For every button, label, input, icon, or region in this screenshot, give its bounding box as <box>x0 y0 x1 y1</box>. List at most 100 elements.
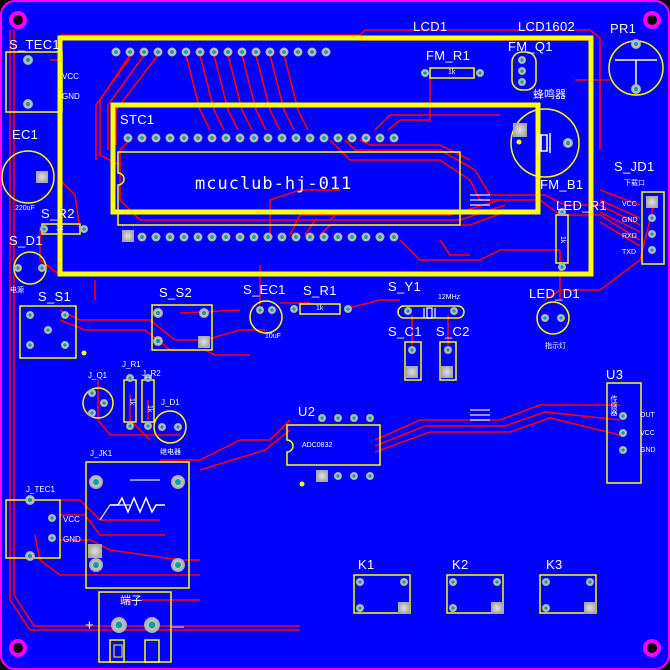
pad-hole <box>621 448 625 452</box>
pad-hole <box>378 235 382 239</box>
label-k2: K2 <box>452 557 469 572</box>
pad-hole <box>102 401 106 405</box>
label-jd-txd: TXD <box>622 249 636 256</box>
label-ec1: EC1 <box>12 127 39 142</box>
via <box>299 481 305 487</box>
pad-hole <box>446 348 450 352</box>
pad-hole <box>296 50 300 54</box>
label-jd-gnd: GND <box>622 217 638 224</box>
pad-hole <box>358 580 362 584</box>
label-ec1-value: 220uF <box>15 205 35 212</box>
pad-hole <box>154 235 158 239</box>
pad-hole <box>478 71 482 75</box>
pad-hole <box>406 309 410 313</box>
pad-hole <box>252 136 256 140</box>
pad-hole <box>364 136 368 140</box>
pad-hole <box>358 606 362 610</box>
pad-hole <box>115 621 123 629</box>
pad-hole <box>392 136 396 140</box>
pads <box>14 39 656 633</box>
label-s-r1: S_R1 <box>303 283 337 298</box>
label-s-r2-value: 1k <box>56 225 64 232</box>
label-j-d1: J_D1 <box>161 398 180 407</box>
pad-hole <box>544 606 548 610</box>
label-fm-r1: FM_R1 <box>426 48 471 63</box>
label-led-d1: LED_D1 <box>529 286 580 301</box>
pad-hole <box>168 235 172 239</box>
pad-hole <box>182 235 186 239</box>
pad-hole <box>308 136 312 140</box>
label-s-y1: S_Y1 <box>388 279 422 294</box>
pad-hole <box>210 235 214 239</box>
pad-hole <box>146 376 150 380</box>
pad-hole <box>268 50 272 54</box>
pad-hole <box>224 136 228 140</box>
pad-hole <box>160 425 164 429</box>
label-stc1: STC1 <box>120 112 155 127</box>
label-gnd-top: GND <box>62 92 80 101</box>
label-s-d1-note: 电源 <box>10 287 24 294</box>
label-s-r1-value: 1k <box>316 305 324 312</box>
pad-hole <box>140 235 144 239</box>
pad-hole <box>128 424 132 428</box>
label-led-r1: LED_R1 <box>556 198 607 213</box>
label-u2: U2 <box>298 404 316 419</box>
pad-hole <box>156 50 160 54</box>
pad-hole <box>50 516 54 520</box>
label-buzzer: 蜂鸣器 <box>533 89 566 101</box>
label-fm-b1: FM_B1 <box>540 177 584 192</box>
pad-hole <box>196 136 200 140</box>
pad-hole <box>452 309 456 313</box>
pad-hole <box>155 310 161 316</box>
pad-hole <box>184 50 188 54</box>
pad-hole <box>621 414 625 418</box>
pad-hole <box>201 310 207 316</box>
pad-hole <box>42 227 46 231</box>
pad-hole <box>266 235 270 239</box>
pad-hole <box>495 580 499 584</box>
pad-hole <box>364 235 368 239</box>
crystal-symbol <box>423 307 436 319</box>
pad-hole <box>25 57 31 63</box>
pad-hole <box>142 50 146 54</box>
pad-hole <box>63 313 67 317</box>
label-k3: K3 <box>546 557 563 572</box>
buzzer-symbol <box>537 133 551 153</box>
pad-hole <box>27 497 33 503</box>
label-u3-vcc: VCC <box>640 430 655 437</box>
pad-hole <box>90 391 94 395</box>
pad-hole <box>198 50 202 54</box>
pad-hole <box>280 136 284 140</box>
pad-hole <box>114 50 118 54</box>
label-j-q1: J_Q1 <box>88 371 108 380</box>
pad-hole <box>451 606 455 610</box>
pad-hole <box>148 621 156 629</box>
pad-hole <box>282 50 286 54</box>
pad-hole <box>280 235 284 239</box>
pad-hole <box>175 562 181 568</box>
pad-hole <box>238 235 242 239</box>
pad-hole <box>294 235 298 239</box>
pad-hole <box>154 136 158 140</box>
label-s-c1: S_C1 <box>388 324 422 339</box>
pad-hole <box>28 343 32 347</box>
label-s-ec1-value: 10uF <box>265 333 281 340</box>
label-u3-out: OUT <box>640 412 655 419</box>
pad-hole <box>352 474 356 478</box>
pad-hole <box>140 136 144 140</box>
pad-hole <box>520 58 524 62</box>
pad-hole <box>252 235 256 239</box>
label-lcd1602: LCD1602 <box>518 19 576 34</box>
label-s-ec1: S_EC1 <box>243 282 286 297</box>
pad-hole <box>266 136 270 140</box>
label-s-d1: S_D1 <box>9 233 43 248</box>
pad-hole <box>226 50 230 54</box>
label-s-c2: S_C2 <box>436 324 470 339</box>
pad-hole <box>240 50 244 54</box>
pad-hole <box>543 316 547 320</box>
pad-hole <box>238 136 242 140</box>
label-jd-vcc: VCC <box>622 201 637 208</box>
pad-hole <box>294 136 298 140</box>
